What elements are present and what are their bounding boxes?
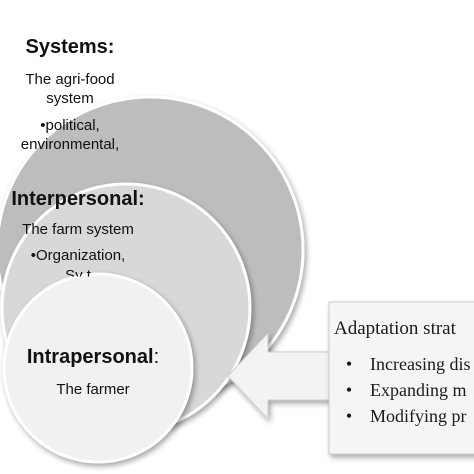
systems-title: Systems: (25, 36, 115, 58)
intrapersonal-colon: : (153, 346, 160, 368)
systems-bullet-2: environmental, (20, 136, 120, 153)
intrapersonal-circle (2, 272, 194, 464)
adaptation-item-text: Increasing dis (370, 354, 471, 374)
adaptation-item-text: Modifying pr (370, 406, 467, 426)
adaptation-item: • Modifying pr (334, 406, 467, 427)
intrapersonal-line-1: The farmer (56, 381, 130, 398)
systems-line-2: system (46, 90, 94, 107)
adaptation-item: • Increasing dis (334, 354, 471, 375)
interpersonal-title: Interpersonal: (11, 188, 145, 210)
bullet-dot-icon: • (345, 354, 353, 374)
bullet-dot-icon: • (345, 380, 353, 400)
adaptation-title: Adaptation strat (334, 318, 456, 339)
interpersonal-bullet-2-partial: Sy t (65, 267, 91, 284)
interpersonal-bullet-1: •Organization, (30, 247, 126, 264)
systems-bullet-1: •political, (40, 117, 100, 134)
interpersonal-line-1: The farm system (22, 221, 134, 238)
bullet-dot-icon: • (345, 406, 353, 426)
systems-line-1: The agri-food (25, 71, 115, 88)
adaptation-item-text: Expanding m (370, 380, 467, 400)
intrapersonal-heading: Intrapersonal: (0, 346, 186, 369)
adaptation-item: • Expanding m (334, 380, 467, 401)
adaptation-box (328, 301, 474, 455)
intrapersonal-title: Intrapersonal (26, 346, 154, 368)
